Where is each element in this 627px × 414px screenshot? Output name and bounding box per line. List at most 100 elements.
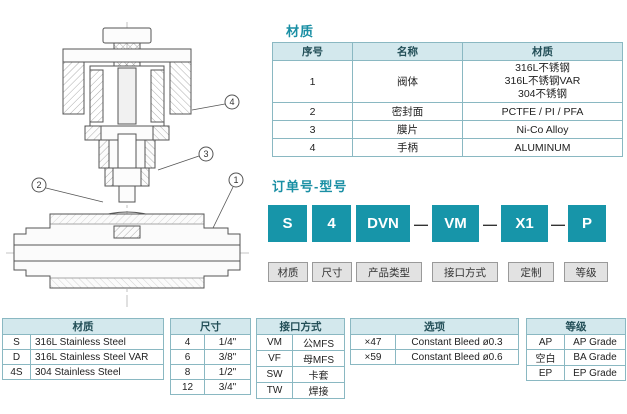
material-line: 316L不锈钢 [515,62,570,74]
label-connection: 接口方式 [432,262,498,282]
code-block-size: 4 [312,205,351,242]
material-line: 304不锈钢 [517,88,568,100]
legend-header: 选项 [350,318,519,335]
code-cell: SW [256,366,293,383]
value-cell: AP Grade [564,334,626,350]
legend-header: 接口方式 [256,318,345,335]
row-no: 2 [272,102,353,121]
value-cell: 母MFS [292,350,345,367]
code-cell: VM [256,334,293,351]
row-no: 3 [272,120,353,139]
column-header-no: 序号 [272,42,353,61]
valve-technical-drawing: 4 3 2 1 [6,22,264,312]
callouts: 4 3 2 1 [31,94,244,229]
code-cell: TW [256,382,293,399]
code-cell: VF [256,350,293,367]
row-material: ALUMINUM [462,138,623,157]
callout-2-number: 2 [36,180,41,190]
value-cell: 316L Stainless Steel [30,334,164,350]
table-row: 4 手柄 ALUMINUM [272,138,623,157]
code-separator: — [483,215,497,232]
value-cell: 焊接 [292,382,345,399]
label-size: 尺寸 [312,262,352,282]
value-cell: 卡套 [292,366,345,383]
value-cell: EP Grade [564,365,626,381]
column-header-material: 材质 [462,42,623,61]
material-section-title: 材质 [286,24,315,39]
row-name: 膜片 [352,120,463,139]
value-cell: 3/8" [204,349,251,365]
legend-header: 等级 [526,318,626,335]
callout-1-number: 1 [233,175,238,185]
code-block-custom: X1 [501,205,548,242]
row-material-list: 316L不锈钢 316L不锈钢VAR 304不锈钢 [462,60,623,103]
table-row: 2 密封面 PCTFE / PI / PFA [272,102,623,121]
table-row: 1 阀体 316L不锈钢 316L不锈钢VAR 304不锈钢 [272,60,623,103]
code-separator: — [414,215,428,232]
code-cell: S [2,334,31,350]
row-name: 密封面 [352,102,463,121]
value-cell: 3/4" [204,379,251,395]
ordering-code: S 4 DVN — VM — X1 — P 材质 尺寸 产品类型 接口方式 定制… [268,205,608,285]
table-row: 3 膜片 Ni-Co Alloy [272,120,623,139]
label-grade: 等级 [564,262,608,282]
code-cell: 空白 [526,349,565,366]
callout-3-number: 3 [203,149,208,159]
code-block-grade: P [568,205,606,242]
order-section-title: 订单号-型号 [272,179,348,194]
row-no: 4 [272,138,353,157]
column-header-name: 名称 [352,42,463,61]
label-material: 材质 [268,262,308,282]
row-material: Ni-Co Alloy [462,120,623,139]
callout-4: 4 [191,94,240,111]
valve-cross-section-svg: 4 3 2 1 [6,22,252,310]
code-cell: EP [526,365,565,381]
label-product-type: 产品类型 [356,262,422,282]
value-cell: 316L Stainless Steel VAR [30,349,164,365]
callout-1: 1 [212,172,244,229]
code-block-product-type: DVN [356,205,410,242]
code-cell: 4 [170,334,205,350]
value-cell: 公MFS [292,334,345,351]
material-line: 316L不锈钢VAR [504,75,581,87]
value-cell: Constant Bleed ø0.6 [395,349,519,365]
callout-3: 3 [157,146,214,171]
callout-2: 2 [31,177,104,203]
code-cell: AP [526,334,565,350]
code-block-material: S [268,205,307,242]
row-name: 阀体 [352,60,463,103]
code-block-connection: VM [432,205,479,242]
code-cell: ×59 [350,349,396,365]
legend-header: 尺寸 [170,318,251,335]
code-cell: D [2,349,31,365]
code-cell: 12 [170,379,205,395]
legend-header: 材质 [2,318,164,335]
code-cell: 6 [170,349,205,365]
valve-outline [13,27,241,289]
value-cell: 1/4" [204,334,251,350]
value-cell: 304 Stainless Steel [30,364,164,380]
value-cell: 1/2" [204,364,251,380]
code-cell: ×47 [350,334,396,350]
code-cell: 8 [170,364,205,380]
